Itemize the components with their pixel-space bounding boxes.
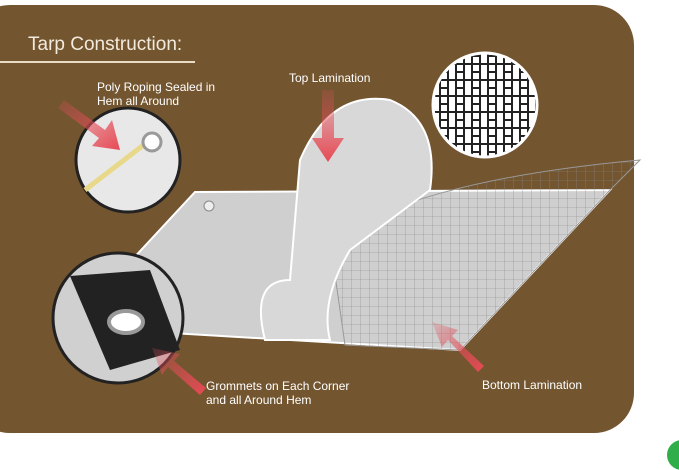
poly-roping-label: Poly Roping Sealed in Hem all Around (97, 80, 215, 108)
bottom-lamination-label: Bottom Lamination (482, 378, 583, 392)
label-line: Hem all Around (97, 94, 180, 108)
arrow-top-lamination (312, 90, 344, 162)
arrow-grommets (152, 348, 206, 395)
arrow-poly-roping (58, 100, 120, 150)
grommet-hole (203, 200, 215, 212)
top-lamination-curl (259, 97, 433, 341)
page-title: Tarp Construction: (28, 34, 183, 55)
label-line: Grommets on Each Corner (206, 379, 350, 393)
weave-magnifier (431, 51, 539, 159)
grommets-label: Grommets on Each Corner and all Around H… (206, 379, 349, 407)
label-line: and all Around Hem (206, 393, 312, 407)
arrow-bottom-lamination (432, 322, 484, 372)
label-line: Poly Roping Sealed in (97, 80, 216, 94)
top-lamination-label: Top Lamination (289, 71, 371, 85)
title-underline (0, 61, 195, 63)
